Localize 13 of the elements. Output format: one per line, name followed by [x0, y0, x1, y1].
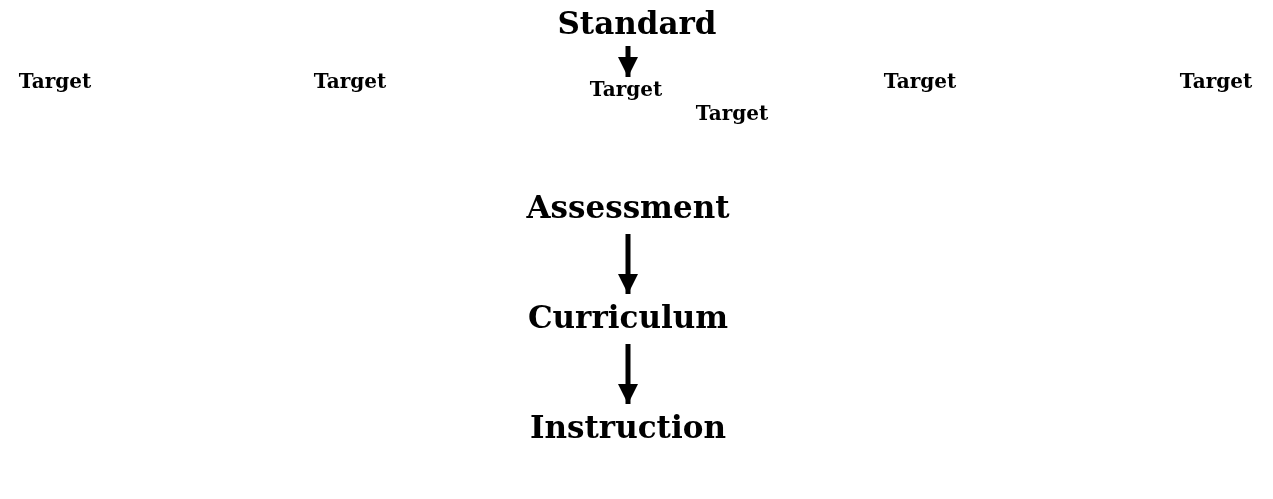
target-label: Target	[313, 70, 387, 93]
target-label: Target	[18, 70, 92, 93]
heading-label: Assessment	[526, 190, 730, 226]
heading-label: Standard	[557, 6, 717, 42]
heading-label: Instruction	[530, 410, 726, 446]
target-label: Target	[589, 78, 663, 101]
target-label: Target	[1179, 70, 1253, 93]
arrow	[618, 46, 638, 77]
target-label: Target	[883, 70, 957, 93]
target-label: Target	[695, 102, 769, 125]
arrow	[618, 344, 638, 404]
heading-label: Curriculum	[527, 300, 729, 336]
arrow	[618, 234, 638, 294]
